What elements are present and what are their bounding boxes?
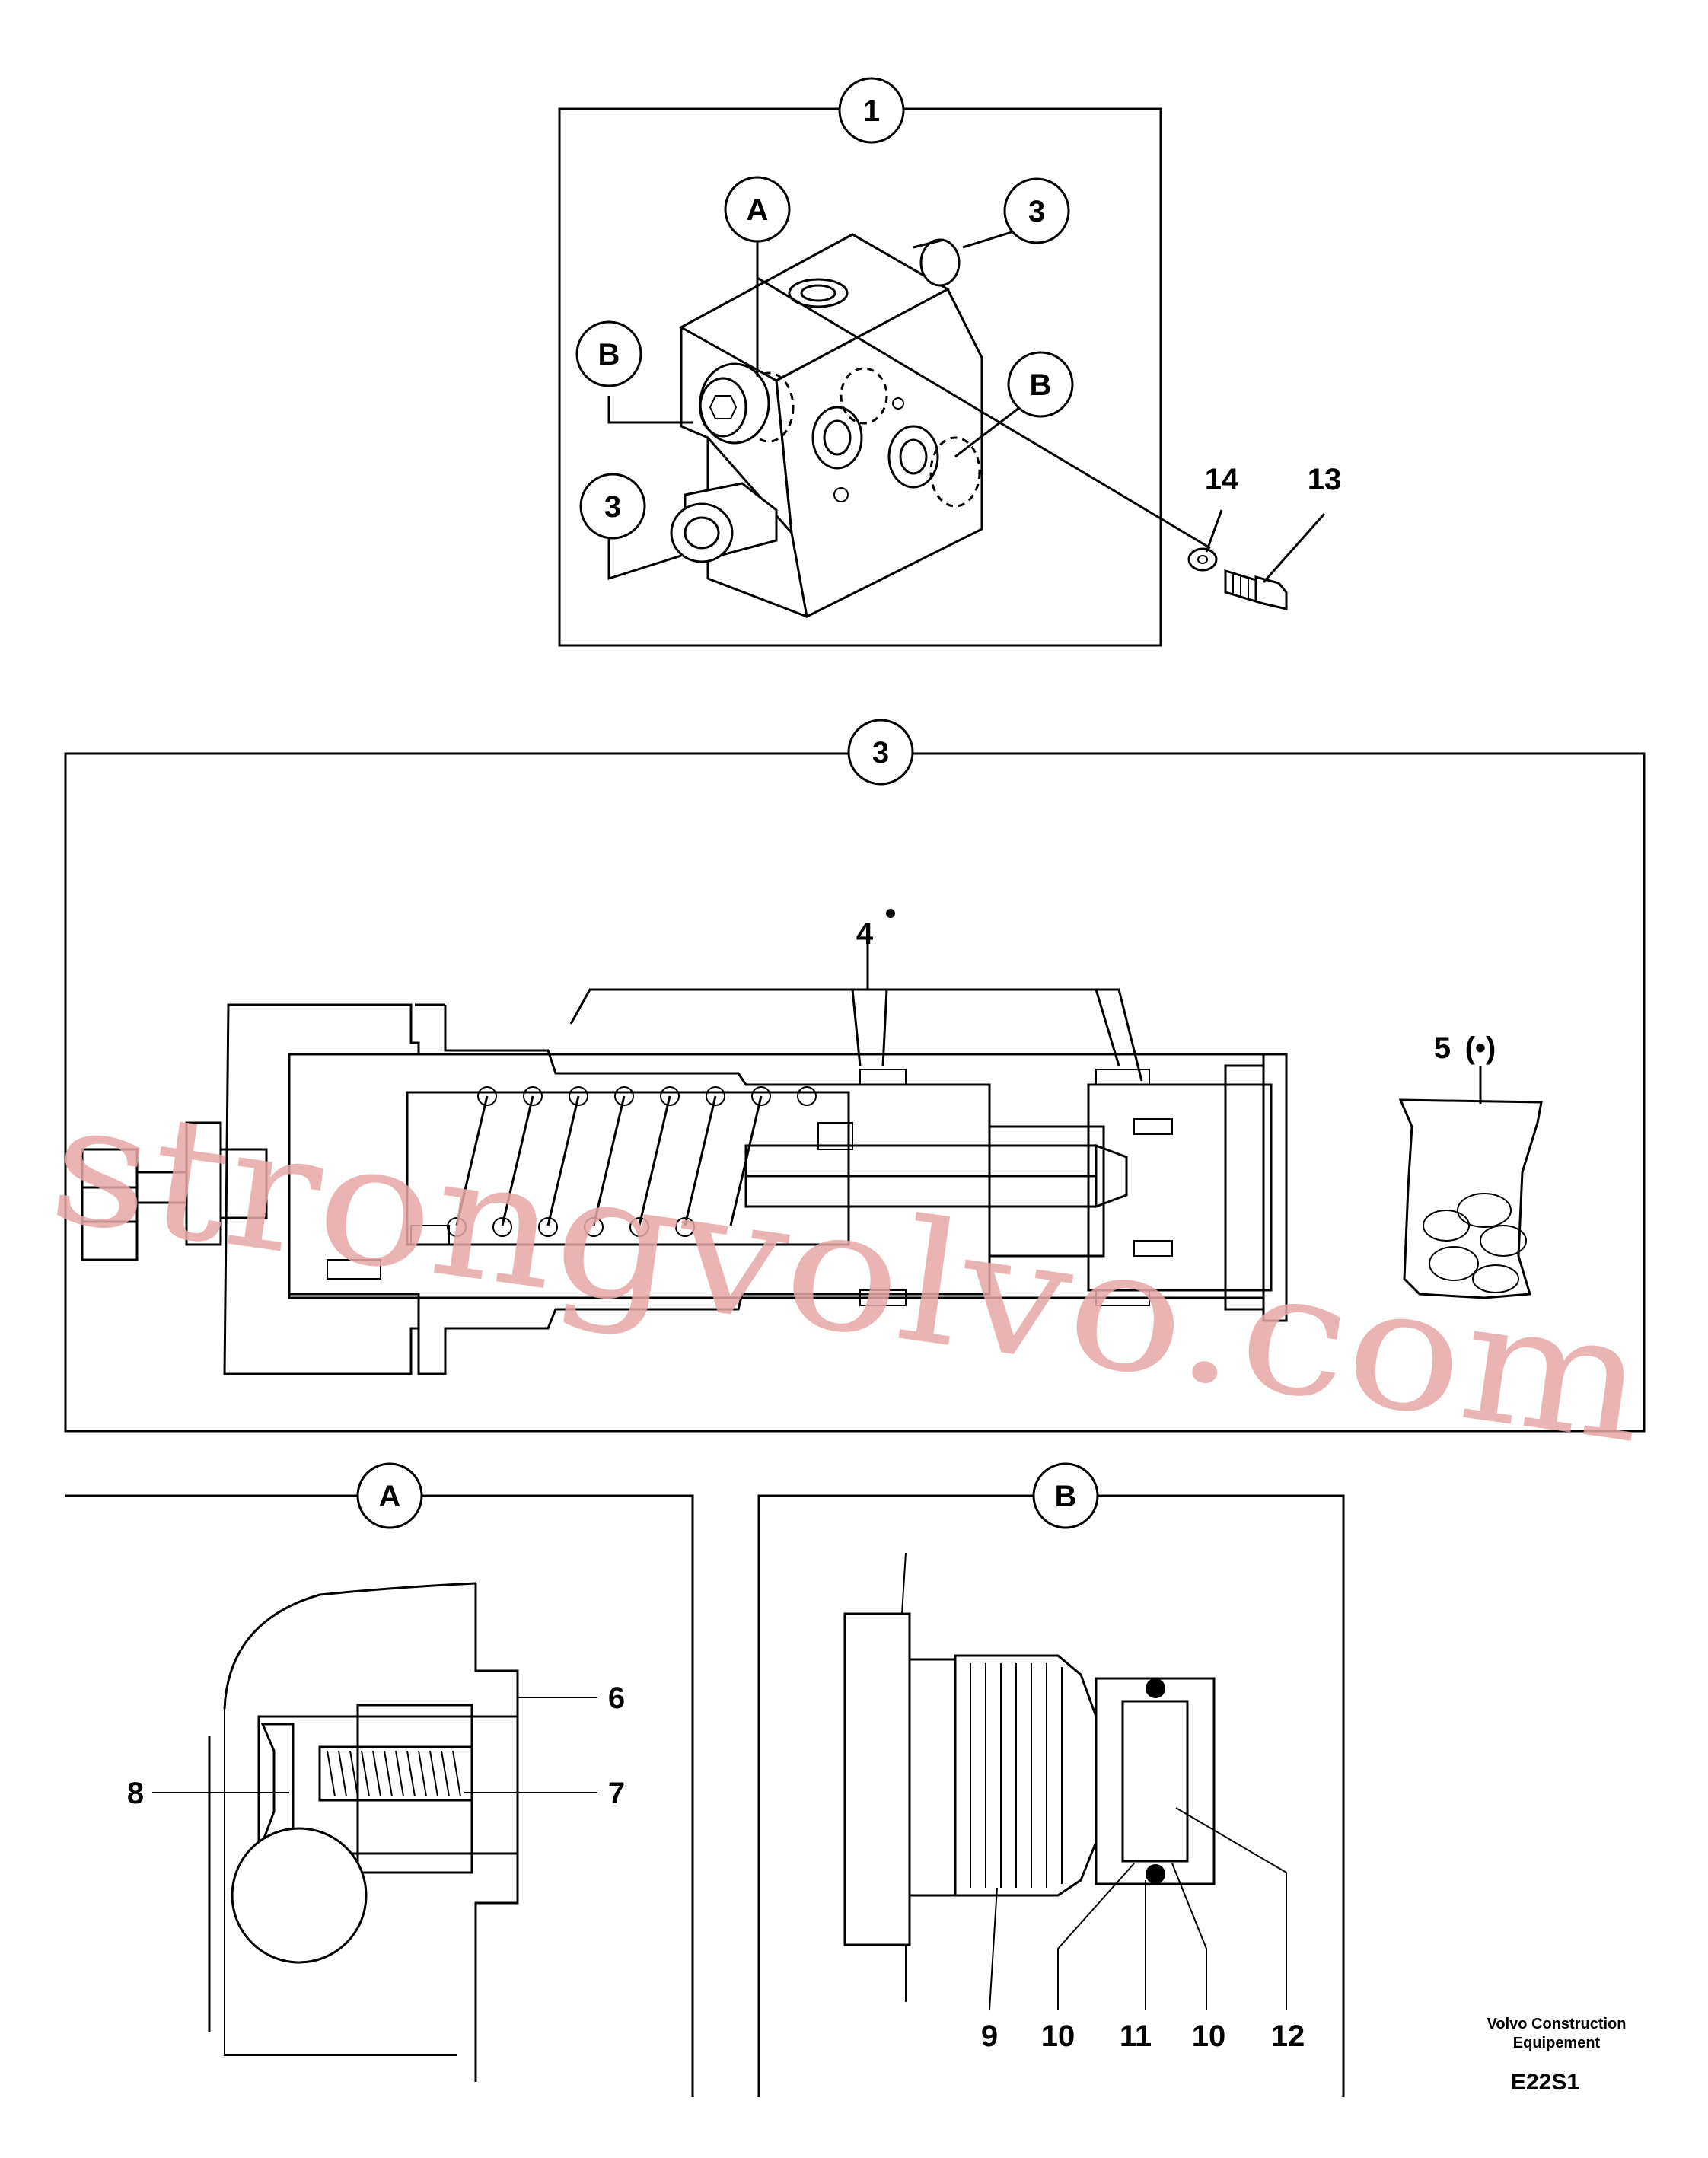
label-7: 7 [608,1777,625,1810]
label-12: 12 [1271,2019,1305,2053]
relief-valve-section [81,940,1288,1375]
callout-1 [838,77,905,144]
panel-a: A 6 7 8 [65,1462,694,2097]
callout-b-panel [1032,1462,1099,1529]
o-ring-bottom [1146,1864,1165,1884]
brand-line-1: Volvo Construction [1487,2016,1627,2032]
washer-14 [1187,547,1218,572]
panel-b: B 9 10 11 10 12 [757,1462,1345,2097]
callout-3-upper [1003,177,1070,244]
label-10a: 10 [1041,2019,1075,2053]
o-ring-top [1146,1678,1165,1698]
label-5-suffix: (•) [1465,1031,1496,1065]
callout-1-text: 1 [863,94,880,128]
bolt-13 [1224,569,1288,610]
callout-b-right-text: B [1030,368,1052,402]
label-4: 4 [856,917,874,951]
label-14: 14 [1205,463,1239,496]
callout-3-lower [579,473,646,540]
label-11: 11 [1120,2019,1152,2053]
label-5: 5 [1434,1031,1451,1065]
callout-3-upper-text: 3 [1028,195,1045,228]
brand-line-2: Equipement [1513,2035,1601,2051]
callout-3-lower-text: 3 [604,490,621,524]
panel-3: 3 4 5 (•) [64,719,1646,1433]
callout-3-mid-text: 3 [872,736,889,770]
label-6: 6 [608,1681,625,1715]
callout-a-panel-text: A [379,1480,401,1513]
callout-b-left-text: B [598,338,620,371]
detail-b-section [843,1552,1216,2002]
label-4-dot [886,909,895,918]
label-8: 8 [127,1777,144,1810]
valve-block-illustration [670,233,983,619]
spring [447,1086,817,1237]
label-10b: 10 [1192,2019,1226,2053]
screw-thread [327,1750,461,1797]
callout-a-panel [356,1462,423,1529]
callout-a-top-text: A [747,193,769,227]
callout-b-left [575,320,642,387]
callout-b-right [1007,351,1074,418]
diagram-code: E22S1 [1511,2070,1579,2095]
label-13: 13 [1308,463,1342,496]
seal-kit-bag [1398,1066,1543,1299]
callout-a-top [724,176,791,243]
thread-b [970,1663,1063,1888]
label-9: 9 [981,2019,998,2053]
callout-3-mid [847,719,914,786]
callout-b-panel-text: B [1055,1480,1077,1513]
detail-a-section [208,1582,519,2082]
panel-1: 1 A 3 B B 3 14 13 [558,77,1342,647]
